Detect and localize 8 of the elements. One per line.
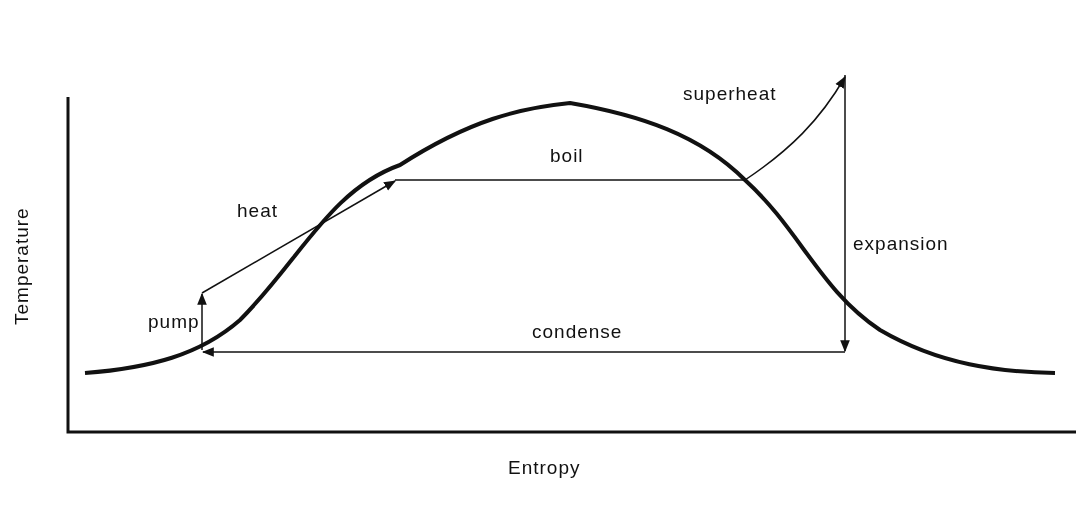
axis-title: Entropy — [508, 458, 581, 477]
process-label: condense — [532, 322, 623, 341]
axis-title: Temperature — [12, 207, 31, 325]
process-label: superheat — [683, 84, 777, 103]
process-label: pump — [148, 312, 200, 331]
process-label: expansion — [853, 234, 949, 253]
process-label: heat — [237, 201, 278, 220]
process-label: boil — [550, 146, 584, 165]
